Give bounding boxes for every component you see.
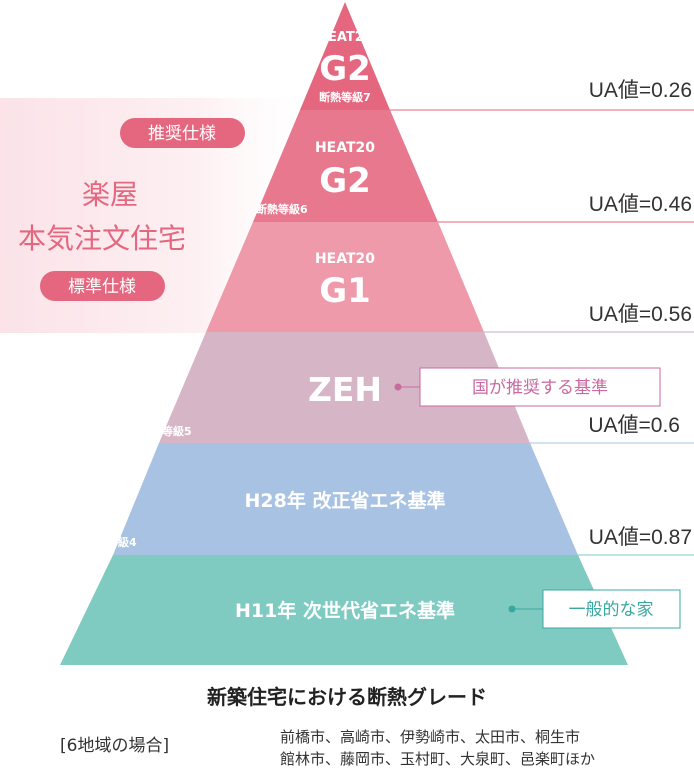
callout-dot bbox=[394, 383, 402, 391]
tier-zeh-level: 断熱等級5 bbox=[140, 424, 192, 438]
general-house-box bbox=[542, 589, 681, 629]
national-standard-label: 国が推奨する基準 bbox=[472, 378, 608, 398]
tier-h28 bbox=[113, 443, 578, 555]
tier-g1 bbox=[206, 222, 484, 332]
ua-value-2: UA値=0.46 bbox=[589, 193, 692, 216]
tier-g2-grade: G2 bbox=[319, 161, 371, 201]
standard-label: 標準仕様 bbox=[68, 277, 136, 297]
tier-h28-level: 断熱等級4 bbox=[85, 535, 137, 549]
tier-zeh bbox=[159, 332, 530, 443]
tier-h11 bbox=[60, 555, 628, 665]
brand-line-1: 楽屋 bbox=[82, 178, 138, 211]
recommended-pill bbox=[120, 118, 245, 148]
ua-value-5: UA値=0.87 bbox=[589, 526, 692, 549]
area-label: [6地域の場合] bbox=[60, 736, 170, 756]
area-cities: 前橋市、高崎市、伊勢崎市、太田市、桐生市 館林市、藤岡市、玉村町、大泉町、邑楽町… bbox=[280, 726, 595, 770]
tier-g2-top-brand: HEAT20 bbox=[317, 30, 373, 45]
tier-h28-label: H28年 改正省エネ基準 bbox=[245, 489, 446, 512]
tier-g2-level: 断熱等級6 bbox=[256, 202, 308, 216]
tier-h11-label: H11年 次世代省エネ基準 bbox=[235, 599, 455, 622]
tier-g2 bbox=[253, 110, 438, 222]
national-standard-box bbox=[419, 367, 661, 407]
standard-pill bbox=[40, 271, 165, 301]
tier-zeh-label: ZEH bbox=[308, 370, 382, 409]
area-cities-line-1: 前橋市、高崎市、伊勢崎市、太田市、桐生市 bbox=[280, 728, 581, 746]
tier-g1-brand: HEAT20 bbox=[315, 251, 375, 267]
tier-g2-brand: HEAT20 bbox=[315, 140, 375, 156]
tier-g2-top-grade: G2 bbox=[319, 49, 371, 89]
general-house-label: 一般的な家 bbox=[569, 600, 654, 620]
ua-value-1: UA値=0.26 bbox=[589, 79, 692, 102]
tier-g1-grade: G1 bbox=[319, 271, 371, 311]
recommended-label: 推奨仕様 bbox=[148, 124, 216, 144]
brand-line-2: 本気注文住宅 bbox=[18, 222, 186, 255]
insulation-pyramid: UA値=0.26 UA値=0.46 UA値=0.56 UA値=0.6 UA値=0… bbox=[0, 2, 694, 665]
tier-g2-top-level: 断熱等級7 bbox=[319, 90, 371, 104]
diagram-title: 新築住宅における断熱グレード bbox=[207, 685, 487, 709]
ua-value-4: UA値=0.6 bbox=[588, 414, 680, 437]
ua-value-3: UA値=0.56 bbox=[589, 303, 692, 326]
area-cities-line-2: 館林市、藤岡市、玉村町、大泉町、邑楽町ほか bbox=[280, 750, 596, 768]
tier-g2-top bbox=[300, 2, 390, 110]
callout-dot bbox=[508, 605, 516, 613]
